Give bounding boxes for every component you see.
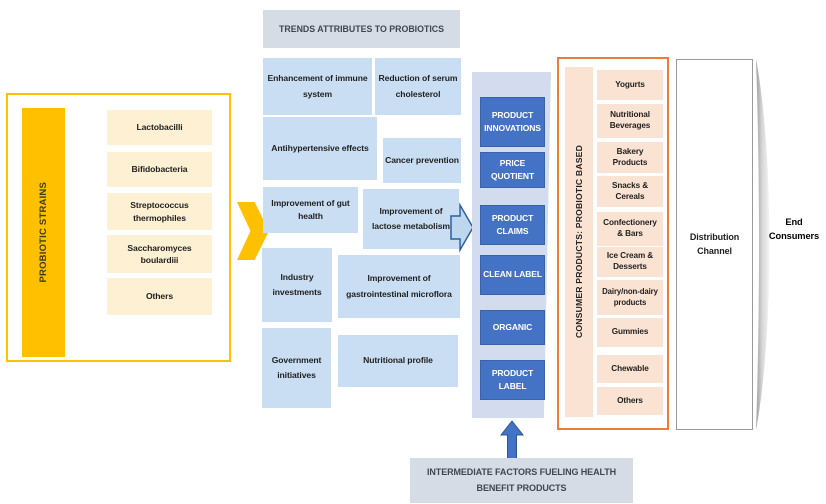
crescent-divider-icon: [756, 59, 770, 430]
consumer-product-item: Ice Cream & Desserts: [597, 247, 663, 277]
probiotic-strains-title-bar: PROBIOTIC STRAINS: [22, 108, 65, 357]
consumer-products-title-bar: CONSUMER PRODUCTS: PROBIOTIC BASED: [565, 67, 593, 417]
trend-item: Industry investments: [262, 248, 332, 322]
consumer-product-item: Snacks & Cereals: [597, 176, 663, 207]
strain-item: Lactobacilli: [107, 110, 212, 145]
distribution-channel-box: Distribution Channel: [676, 59, 753, 430]
strain-item: Bifidobacteria: [107, 152, 212, 187]
probiotic-strains-title: PROBIOTIC STRAINS: [38, 182, 49, 283]
strain-item: Saccharomyces boulardiii: [107, 235, 212, 273]
consumer-product-item: Yogurts: [597, 70, 663, 100]
factor-item: PRODUCT INNOVATIONS: [480, 97, 545, 147]
right-arrow-outline-icon: [450, 202, 474, 253]
factor-item: ORGANIC: [480, 310, 545, 345]
trend-item: Antihypertensive effects: [263, 117, 377, 180]
consumer-product-item: Bakery Products: [597, 142, 663, 173]
intermediate-factors-note: INTERMEDIATE FACTORS FUELING HEALTH BENE…: [410, 458, 633, 503]
trend-item: Improvement of gastrointestinal microflo…: [338, 255, 460, 318]
trends-header: TRENDS ATTRIBUTES TO PROBIOTICS: [263, 10, 460, 48]
trend-item: Cancer prevention: [383, 138, 461, 183]
factor-item: PRODUCT LABEL: [480, 360, 545, 400]
end-consumers-label: End Consumers: [768, 217, 820, 241]
consumer-product-item: Confectionery & Bars: [597, 212, 663, 246]
trend-item: Reduction of serum cholesterol: [375, 58, 461, 115]
consumer-product-item: Chewable: [597, 355, 663, 383]
strain-item: Streptococcus thermophiles: [107, 193, 212, 230]
consumer-product-item: Gummies: [597, 318, 663, 347]
factor-item: PRICE QUOTIENT: [480, 152, 545, 188]
up-arrow-icon: [499, 420, 525, 460]
consumer-products-title: CONSUMER PRODUCTS: PROBIOTIC BASED: [574, 145, 584, 339]
factor-item: PRODUCT CLAIMS: [480, 205, 545, 245]
consumer-product-item: Nutritional Beverages: [597, 104, 663, 138]
trend-item: Nutritional profile: [338, 335, 458, 387]
factor-item: CLEAN LABEL: [480, 255, 545, 295]
trend-item: Enhancement of immune system: [263, 58, 372, 115]
trend-item: Improvement of lactose metabolism: [363, 189, 459, 249]
strain-item: Others: [107, 278, 212, 315]
trend-item: Government initiatives: [262, 328, 331, 408]
consumer-product-item: Others: [597, 387, 663, 415]
consumer-product-item: Dairy/non-dairy products: [597, 280, 663, 315]
trend-item: Improvement of gut health: [263, 187, 358, 233]
